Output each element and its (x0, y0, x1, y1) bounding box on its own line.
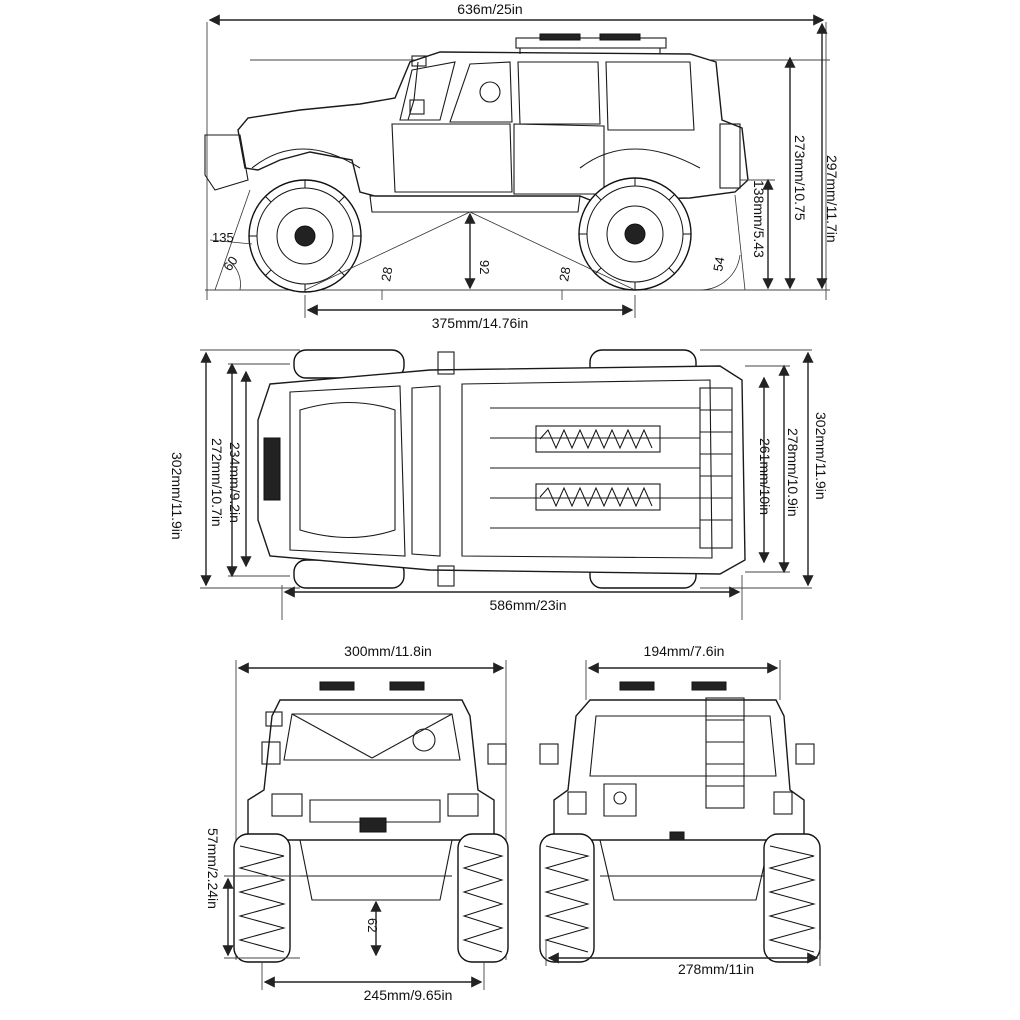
rear-track-width-label: 261mm/10in (757, 438, 773, 515)
ground-clearance-label: 92 (477, 260, 492, 274)
front-overall-width-label: 300mm/11.8in (344, 643, 432, 659)
top-length-label: 586mm/23in (489, 597, 566, 613)
front-overhang-angle-label: 135 (212, 230, 234, 245)
front-body (247, 681, 507, 901)
top-body (257, 349, 746, 589)
rear-right-tire (763, 833, 821, 963)
front-left-tire (233, 833, 291, 963)
body-height-label: 273mm/10.75 (792, 135, 808, 221)
hood-width-label: 234mm/9.2in (227, 442, 243, 523)
rear-left-tire (539, 833, 595, 963)
axle-clearance-label: 62 (365, 918, 380, 932)
top-right-total-width-label: 302mm/11.9in (813, 412, 829, 500)
front-track-label: 245mm/9.65in (364, 987, 453, 1003)
front-right-tire (457, 833, 509, 963)
side-view: 636m/25in (204, 1, 840, 331)
front-ramp-angle-label: 28 (378, 266, 395, 283)
top-view: 302mm/11.9in 234mm/9.2in 272mm/10.7in 30… (169, 349, 829, 620)
total-length-label: 636m/25in (457, 1, 522, 17)
rear-wheel-side (578, 177, 692, 291)
rear-view: 194mm/7.6in (539, 643, 821, 977)
rear-body (539, 681, 815, 901)
total-height-label: 297mm/11.7in (824, 155, 840, 243)
front-wheel-side (248, 179, 362, 293)
rear-roof-width-label: 194mm/7.6in (644, 643, 725, 659)
front-view: 300mm/11.8in (205, 643, 509, 1003)
rear-ramp-angle-label: 28 (556, 266, 573, 283)
rear-overall-width-label: 278mm/11in (678, 961, 754, 977)
side-body (204, 33, 749, 213)
wheelbase-label: 375mm/14.76in (432, 315, 529, 331)
front-approach-angle-label: 60 (220, 253, 241, 273)
departure-angle-label: 54 (710, 256, 727, 273)
axle-height-label: 57mm/2.24in (205, 828, 221, 909)
rear-width-label: 278mm/10.9in (785, 428, 801, 517)
ground-to-door-label: 138mm/5.43 (751, 180, 767, 258)
front-track-width-label: 272mm/10.7in (209, 438, 225, 527)
top-left-total-width-label: 302mm/11.9in (169, 452, 185, 540)
